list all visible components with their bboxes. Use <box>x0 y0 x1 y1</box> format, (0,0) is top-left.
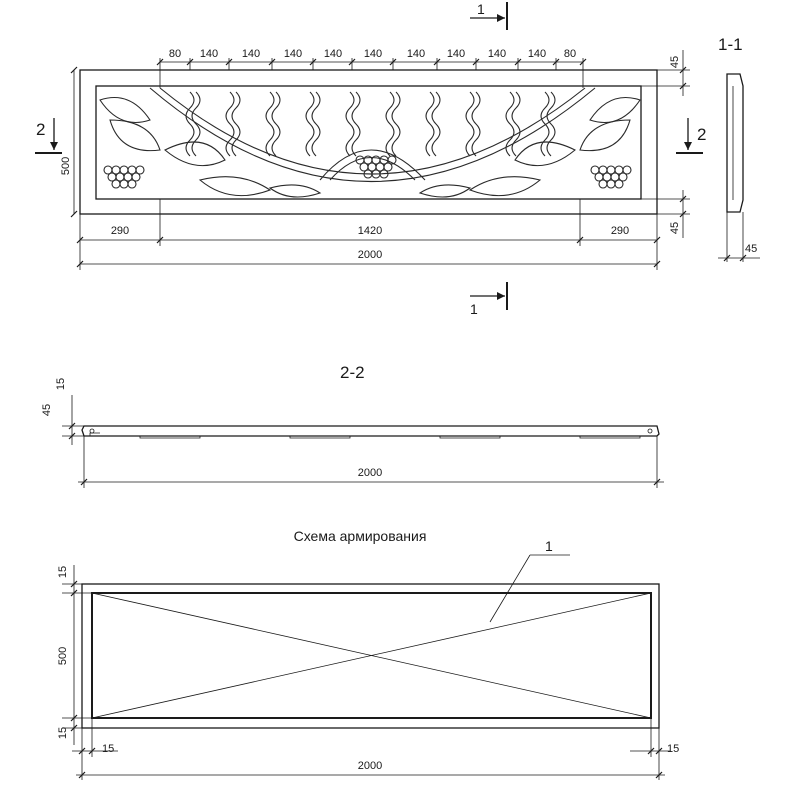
top-dim-2: 140 <box>200 48 218 60</box>
top-dim-10: 140 <box>528 48 546 60</box>
section-2-2-dim-45: 45 <box>41 404 53 416</box>
section-2-2-length-dim: 2000 <box>358 467 382 479</box>
top-dim-7: 140 <box>407 48 425 60</box>
section-2-2-title: 2-2 <box>340 363 365 382</box>
cut-mark-1-top-label: 1 <box>477 1 485 17</box>
cut-mark-2-right: 2 <box>676 118 706 154</box>
section-1-1-thickness-dim: 45 <box>745 243 757 255</box>
cut-mark-1-top: 1 <box>470 1 508 30</box>
cut-mark-1-bottom: 1 <box>470 282 508 317</box>
cover-top-dim: 15 <box>57 566 69 578</box>
top-dim-1: 80 <box>169 48 181 60</box>
reinforcement-title: Схема армирования <box>294 528 427 544</box>
top-dim-4: 140 <box>284 48 302 60</box>
panel-inner-field <box>95 85 642 200</box>
reinforcement-length-dim: 2000 <box>358 760 382 772</box>
top-dim-3: 140 <box>242 48 260 60</box>
section-1-1: 1-1 45 <box>718 35 760 262</box>
section-2-2-profile <box>81 425 660 437</box>
cut-mark-2-left: 2 <box>35 118 62 154</box>
panel-outline <box>79 69 658 215</box>
cut-mark-2-left-label: 2 <box>36 120 45 139</box>
reinforcement-height-dim: 500 <box>57 647 69 665</box>
section-2-2: 2-2 15 45 2000 <box>41 363 664 488</box>
cover-right-dim: 15 <box>667 743 679 755</box>
cut-mark-2-right-label: 2 <box>697 125 706 144</box>
border-top-dim: 45 <box>669 56 681 68</box>
cover-left-dim: 15 <box>102 743 114 755</box>
left-seg-dim: 290 <box>111 225 129 237</box>
callout-leader <box>489 554 531 623</box>
top-dim-8: 140 <box>447 48 465 60</box>
cover-bottom-dim: 15 <box>57 727 69 739</box>
reinforcement-outline <box>81 583 660 729</box>
top-dim-6: 140 <box>364 48 382 60</box>
reinforcement-cage <box>91 592 652 719</box>
panel-elevation: 80 140 140 140 140 140 140 140 140 140 8… <box>35 1 706 317</box>
right-seg-dim: 290 <box>611 225 629 237</box>
cut-mark-1-bottom-label: 1 <box>470 301 478 317</box>
top-dim-11: 80 <box>564 48 576 60</box>
reinforcement-scheme: Схема армирования 1 15 500 15 15 15 2000 <box>57 528 679 780</box>
carved-ornament <box>99 87 641 198</box>
diagonal-bar-2 <box>91 592 652 719</box>
section-1-1-title: 1-1 <box>718 35 743 54</box>
mid-seg-dim: 1420 <box>358 225 382 237</box>
total-length-dim: 2000 <box>358 249 382 261</box>
top-dim-9: 140 <box>488 48 506 60</box>
callout-label: 1 <box>545 538 553 554</box>
section-1-1-profile <box>726 73 744 213</box>
border-bottom-dim: 45 <box>669 222 681 234</box>
section-2-2-dim-15: 15 <box>55 378 67 390</box>
top-dim-5: 140 <box>324 48 342 60</box>
panel-height-dim: 500 <box>60 157 72 175</box>
